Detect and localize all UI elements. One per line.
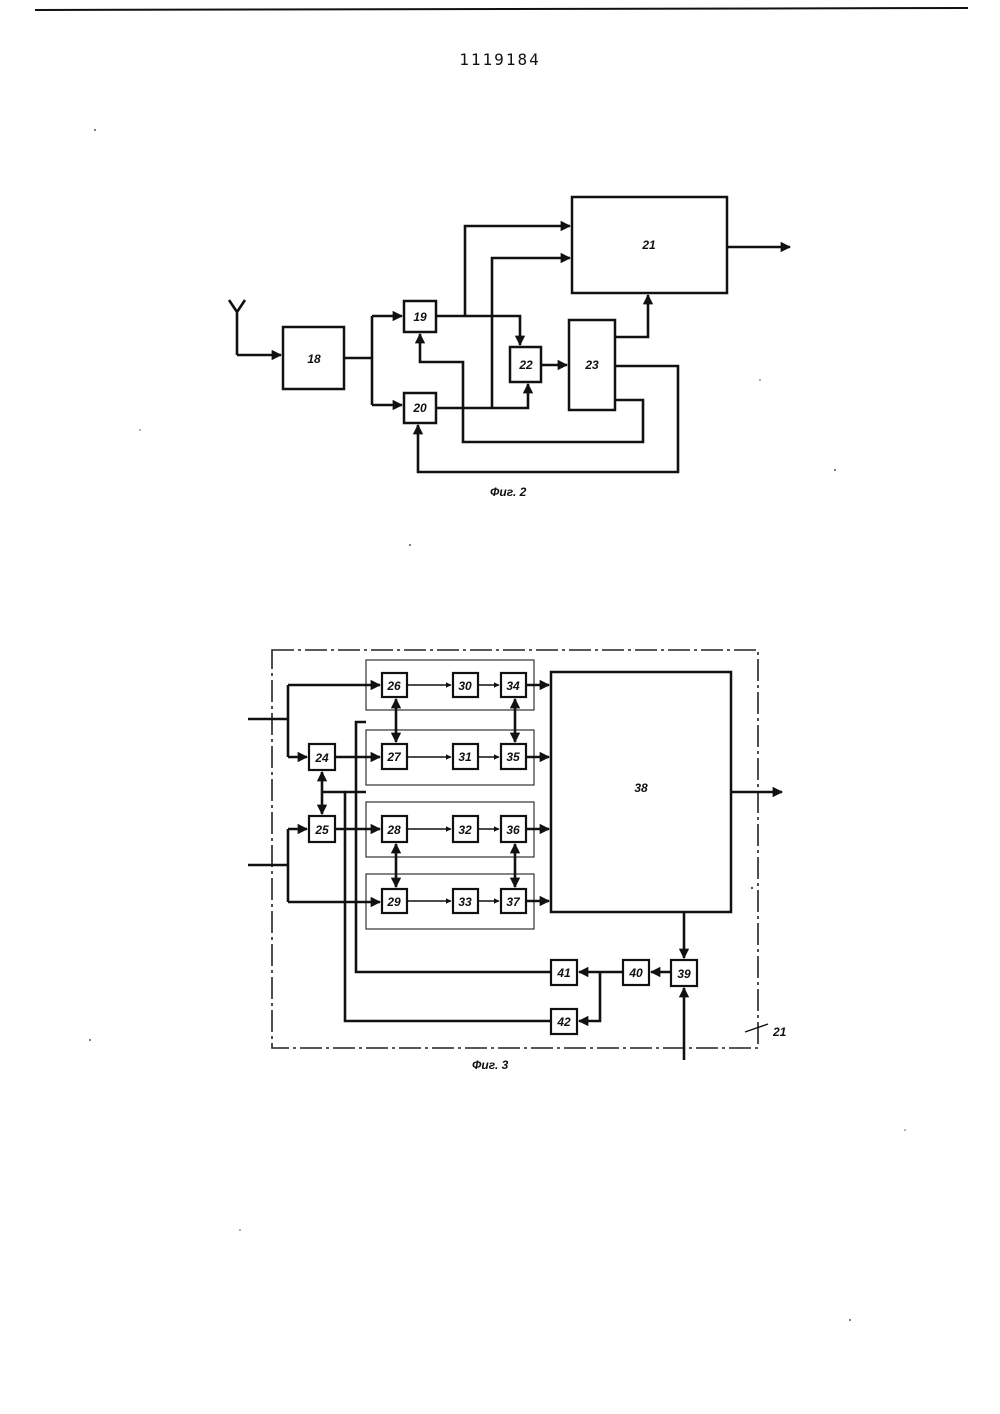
block-32-label: 32 <box>458 823 472 837</box>
block-29-label: 29 <box>386 895 401 909</box>
block-41-label: 41 <box>556 966 571 980</box>
unit-21-label: 21 <box>772 1025 787 1039</box>
figure-2: 18 19 20 21 22 23 <box>229 197 790 499</box>
block-35-label: 35 <box>506 750 520 764</box>
block-23-label: 23 <box>584 358 599 372</box>
figure-3: 21 24 25 26 <box>248 650 787 1072</box>
scan-noise <box>89 129 906 1321</box>
block-27-label: 27 <box>386 750 402 764</box>
block-28-label: 28 <box>386 823 401 837</box>
block-31-label: 31 <box>458 750 472 764</box>
block-24-label: 24 <box>314 751 329 765</box>
block-34-label: 34 <box>506 679 520 693</box>
figure-2-caption: Фиг. 2 <box>490 485 527 499</box>
block-40-label: 40 <box>628 966 643 980</box>
block-18-label: 18 <box>307 352 321 366</box>
block-37-label: 37 <box>506 895 521 909</box>
block-20-label: 20 <box>412 401 427 415</box>
block-36-label: 36 <box>506 823 520 837</box>
top-rule <box>35 8 968 10</box>
antenna-icon <box>229 300 245 355</box>
block-42-label: 42 <box>556 1015 571 1029</box>
block-26-label: 26 <box>386 679 401 693</box>
block-22-label: 22 <box>518 358 533 372</box>
block-25-label: 25 <box>314 823 329 837</box>
block-21-label: 21 <box>641 238 656 252</box>
figure-3-caption: Фиг. 3 <box>472 1058 509 1072</box>
block-30-label: 30 <box>458 679 472 693</box>
block-19-label: 19 <box>413 310 427 324</box>
block-38-label: 38 <box>634 781 648 795</box>
block-39-label: 39 <box>677 967 691 981</box>
block-33-label: 33 <box>458 895 472 909</box>
